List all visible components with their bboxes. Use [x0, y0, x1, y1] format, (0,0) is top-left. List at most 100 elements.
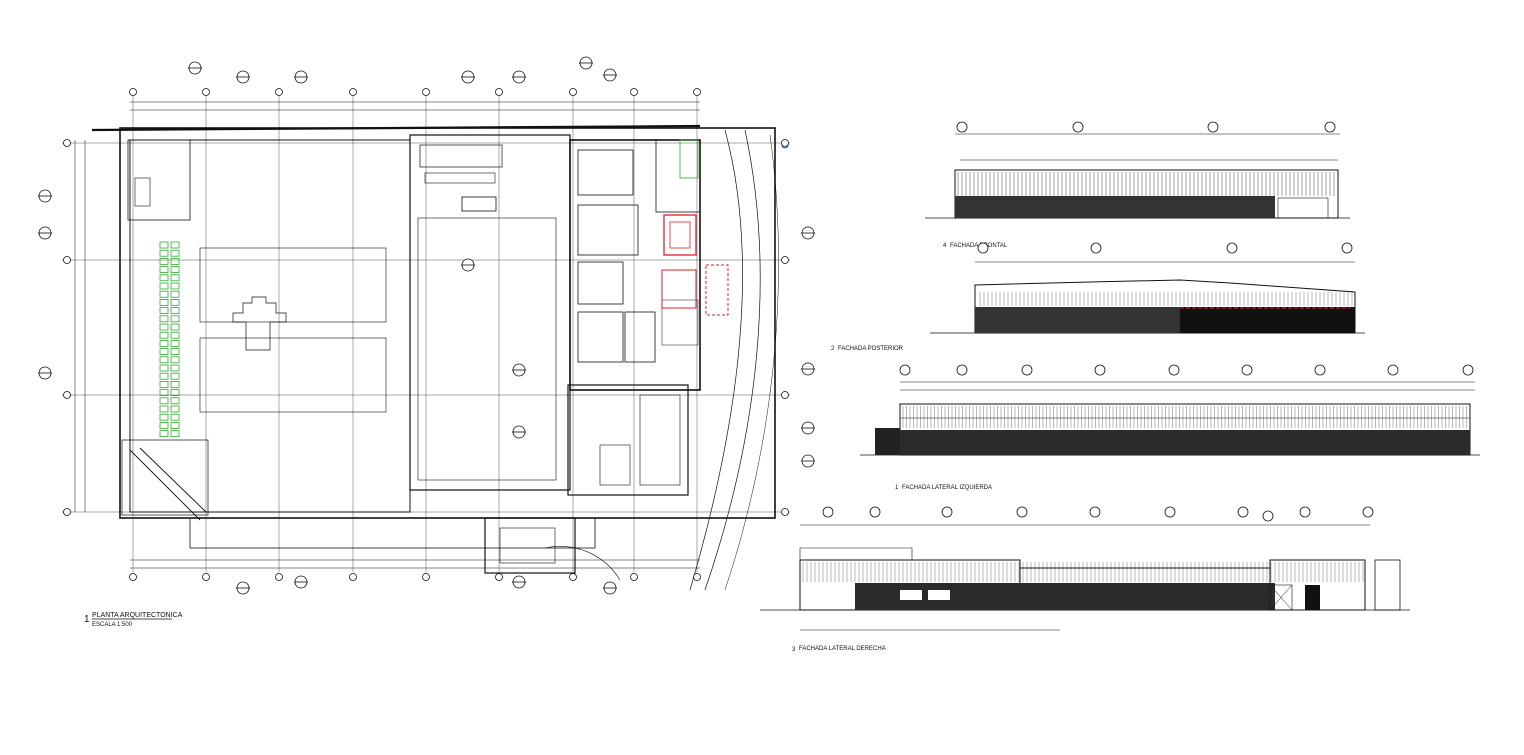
road-edge-1	[689, 129, 743, 591]
axis-bubble-bottom	[349, 573, 357, 581]
axis-bubble-top	[349, 88, 357, 96]
parking-car	[159, 241, 169, 249]
parking-car	[159, 315, 169, 323]
axis-bubble-top	[422, 88, 430, 96]
elevation-axis-bubble	[1164, 506, 1176, 518]
elev-front-number: 4	[943, 243, 947, 249]
parking-car	[170, 339, 180, 347]
elevation-axis-bubble	[1168, 364, 1180, 376]
axis-bubble-bottom	[569, 573, 577, 581]
axis-bubble-top	[693, 88, 701, 96]
plan-title: PLANTA ARQUITECTONICA	[92, 612, 183, 619]
elevation-axis-bubble	[1362, 506, 1374, 518]
elev-front-cladding	[957, 172, 1335, 196]
elev-left-annex	[875, 428, 900, 455]
site-boundary	[119, 127, 776, 519]
parking-car	[170, 380, 180, 388]
elevation-axis-bubble	[1226, 242, 1238, 254]
axis-bubble-bottom	[129, 573, 137, 581]
parking-car	[170, 405, 180, 413]
parking-car	[170, 430, 180, 438]
elev-right-window-2	[928, 590, 950, 600]
elevation-axis-bubble	[1016, 506, 1028, 518]
elev-rear-title: FACHADA POSTERIOR	[838, 346, 904, 352]
restroom-3	[624, 311, 656, 363]
central-structure	[232, 296, 287, 351]
parking-car	[159, 290, 169, 298]
parking-car	[170, 257, 180, 265]
parking-car	[159, 348, 169, 356]
elev-right-cladding	[802, 562, 1364, 582]
parking-car	[159, 266, 169, 274]
axis-bubble-right	[781, 391, 789, 399]
parking-car	[170, 364, 180, 372]
open-area	[417, 217, 557, 481]
office-1	[577, 149, 634, 196]
court	[655, 139, 701, 213]
tank	[461, 196, 497, 212]
plan-grid-axes	[62, 96, 790, 572]
elev-rear-cladding	[979, 292, 1353, 306]
parking-car	[159, 274, 169, 282]
tiled-room	[661, 299, 699, 346]
parking-car	[170, 282, 180, 290]
red-room-fixture-inner	[669, 221, 691, 249]
north-wall	[91, 124, 701, 132]
elev-rear-number: 2	[831, 346, 835, 352]
elevation-axis-bubble	[1021, 364, 1033, 376]
elevation-rear	[930, 261, 1365, 334]
elevation-axis-bubble	[1072, 121, 1084, 133]
storage-zone-b	[199, 337, 387, 413]
axis-bubble-bottom	[495, 573, 503, 581]
elevation-axis-bubble	[1089, 506, 1101, 518]
elevation-axis-bubble	[1299, 506, 1311, 518]
parking-car	[159, 307, 169, 315]
parking-car	[159, 356, 169, 364]
elevation-axis-bubble	[1314, 364, 1326, 376]
road-edge-2	[704, 129, 761, 591]
ramp-area	[121, 439, 209, 516]
parking-car	[159, 430, 169, 438]
section-markers	[38, 56, 815, 595]
pump-room	[599, 444, 631, 486]
architectural-floor-plan	[38, 56, 815, 620]
parking-car	[170, 397, 180, 405]
parking-car	[170, 348, 180, 356]
elev-right-shutter	[1305, 585, 1320, 610]
axis-bubble-left	[63, 391, 71, 399]
axis-bubble-top	[630, 88, 638, 96]
parking-car	[170, 356, 180, 364]
elevation-front	[925, 133, 1350, 219]
road-edge-3	[724, 134, 779, 591]
parking-car	[159, 298, 169, 306]
axis-bubble-left	[63, 508, 71, 516]
parking-car	[170, 266, 180, 274]
parking-car	[159, 364, 169, 372]
elevation-axis-bubble	[1462, 364, 1474, 376]
parking-car	[159, 323, 169, 331]
elev-right-tower	[1374, 559, 1401, 611]
entry-booth-inner	[499, 527, 556, 564]
parking-car	[170, 298, 180, 306]
axis-bubble-top	[129, 88, 137, 96]
elevation-axis-bubble	[869, 506, 881, 518]
elevation-axis-bubble	[822, 506, 834, 518]
elev-right-door	[1269, 584, 1293, 611]
elev-right-canopy	[799, 547, 913, 560]
elevation-axis-bubble	[1237, 506, 1249, 518]
parking-car	[159, 413, 169, 421]
grid-axis-bubbles	[63, 88, 789, 581]
restroom-2	[577, 311, 624, 363]
elev-right-number: 3	[792, 647, 796, 653]
parking-car	[170, 274, 180, 282]
parking-car	[170, 323, 180, 331]
parking-car	[170, 372, 180, 380]
elevation-axis-bubble	[1262, 510, 1274, 522]
elev-left-cladding	[902, 406, 1467, 428]
plan-scale-note: ESCALA 1:500	[92, 622, 133, 628]
parking-spaces	[159, 241, 180, 438]
elevation-axis-bubble	[1241, 364, 1253, 376]
axis-bubble-left	[63, 256, 71, 264]
guardhouse	[127, 139, 191, 221]
